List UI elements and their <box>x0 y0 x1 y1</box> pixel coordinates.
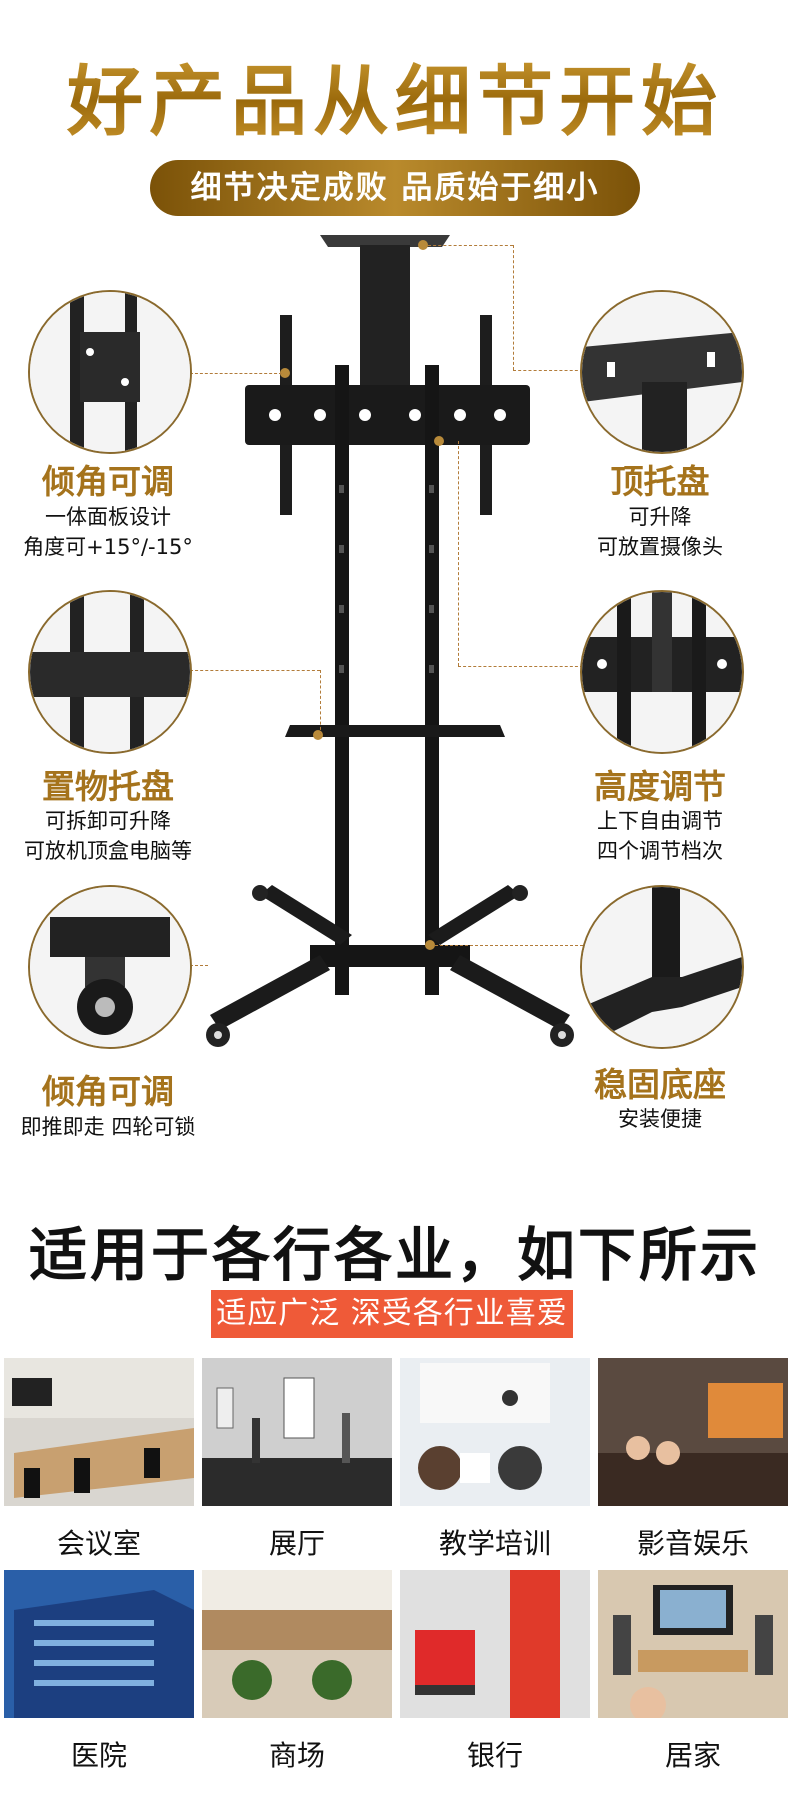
leader-line <box>513 245 514 370</box>
marker-dot <box>418 240 428 250</box>
feature-desc: 即推即走 四轮可锁 <box>20 1115 196 1139</box>
marker-dot <box>425 940 435 950</box>
tv-stand-image <box>206 235 574 1047</box>
feature-title: 倾角可调 <box>42 462 174 501</box>
leader-line <box>513 370 583 371</box>
scene-label: 银行 <box>466 1739 523 1772</box>
feature-title: 倾角可调 <box>42 1072 174 1111</box>
feature-title: 高度调节 <box>594 767 726 806</box>
feature-desc: 可放机顶盒电脑等 <box>24 839 192 863</box>
leader-line <box>320 670 321 735</box>
detail-base-photo <box>580 885 744 1049</box>
scene-label: 影音娱乐 <box>636 1527 749 1560</box>
leader-line <box>458 441 459 666</box>
detail-caster-photo <box>28 885 192 1049</box>
scene-label: 居家 <box>664 1739 721 1772</box>
leader-line <box>428 245 513 246</box>
marker-dot <box>280 368 290 378</box>
leader-line <box>190 965 208 966</box>
scene-meeting-room-photo <box>4 1358 194 1506</box>
marker-dot <box>434 436 444 446</box>
feature-desc: 上下自由调节 <box>597 809 723 833</box>
scene-label: 展厅 <box>268 1527 325 1560</box>
feature-desc: 角度可+15°/-15° <box>23 535 193 559</box>
marker-dot <box>313 730 323 740</box>
usage-badge: 适应广泛 深受各行业喜爱 <box>211 1290 573 1338</box>
feature-desc: 一体面板设计 <box>45 505 171 529</box>
detail-tilt-photo <box>28 290 192 454</box>
scene-training-photo <box>400 1358 590 1506</box>
subtitle-banner: 细节决定成败 品质始于细小 <box>150 160 640 216</box>
scene-home-photo <box>598 1570 788 1718</box>
feature-title: 置物托盘 <box>42 767 174 806</box>
scene-home-theater-photo <box>598 1358 788 1506</box>
scene-label: 教学培训 <box>438 1527 551 1560</box>
usage-title: 适用于各行各业，如下所示 <box>28 1221 761 1289</box>
feature-desc: 安装便捷 <box>618 1107 702 1131</box>
detail-top-tray-photo <box>580 290 744 454</box>
feature-title: 稳固底座 <box>594 1065 726 1104</box>
feature-desc: 可放置摄像头 <box>597 535 723 559</box>
leader-line <box>435 945 583 946</box>
feature-desc: 四个调节档次 <box>597 839 723 863</box>
feature-desc: 可升降 <box>628 505 692 529</box>
feature-desc: 可拆卸可升降 <box>45 809 171 833</box>
scene-label: 医院 <box>70 1739 127 1772</box>
leader-line <box>458 666 583 667</box>
detail-shelf-photo <box>28 590 192 754</box>
scene-label: 商场 <box>268 1739 325 1772</box>
feature-title: 顶托盘 <box>610 462 710 501</box>
scene-label: 会议室 <box>56 1527 141 1560</box>
page-title: 好产品从细节开始 <box>0 40 790 150</box>
detail-height-photo <box>580 590 744 754</box>
scene-exhibition-hall-photo <box>202 1358 392 1506</box>
scene-mall-photo <box>202 1570 392 1718</box>
scene-bank-photo <box>400 1570 590 1718</box>
scene-hospital-photo <box>4 1570 194 1718</box>
leader-line <box>190 670 320 671</box>
leader-line <box>190 373 282 374</box>
